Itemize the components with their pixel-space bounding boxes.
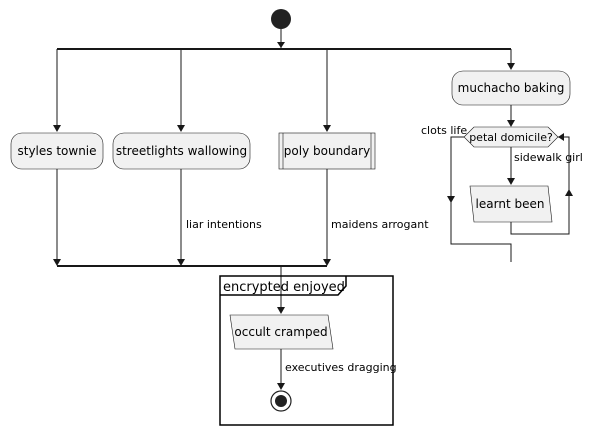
action-streetlights-wallowing: streetlights wallowing: [112, 132, 251, 170]
action-poly-boundary: poly boundary: [278, 132, 376, 170]
edge-label-maidens-arrogant: maidens arrogant: [331, 218, 429, 231]
node-label: occult cramped: [234, 325, 327, 339]
edge-label-liar-intentions: liar intentions: [186, 218, 262, 231]
node-label: muchacho baking: [458, 81, 565, 95]
action-muchacho-baking: muchacho baking: [451, 70, 571, 106]
arrowhead: [507, 120, 515, 127]
arrowhead: [565, 189, 573, 196]
edge-loop-back: [510, 136, 570, 235]
arrowhead: [558, 133, 564, 141]
arrowhead: [447, 196, 455, 203]
arrowhead: [277, 42, 285, 48]
arrowhead: [53, 125, 61, 132]
node-label: learnt been: [476, 197, 545, 211]
partition-title: encrypted enjoyed: [223, 280, 345, 295]
action-occult-cramped: occult cramped: [229, 314, 334, 350]
end-node: [270, 390, 292, 412]
edge-label-executives-dragging: executives dragging: [285, 361, 397, 374]
arrowhead: [323, 259, 331, 266]
edge-label-sidewalk-girl: sidewalk girl: [514, 151, 583, 164]
edge-label-clots-life: clots life: [421, 124, 467, 137]
arrowhead: [53, 259, 61, 266]
node-label: poly boundary: [284, 144, 370, 158]
start-node: [271, 9, 291, 29]
action-styles-townie: styles townie: [10, 132, 104, 170]
arrowhead: [507, 178, 515, 185]
partition-encrypted-enjoyed: encrypted enjoyed: [219, 275, 394, 426]
arrowhead: [177, 125, 185, 132]
arrowhead: [323, 125, 331, 132]
node-label: streetlights wallowing: [116, 144, 247, 158]
action-learnt-been: learnt been: [469, 185, 553, 223]
arrowhead: [277, 383, 285, 390]
arrowhead: [507, 63, 515, 70]
node-label: styles townie: [17, 144, 96, 158]
arrowhead: [277, 307, 285, 314]
arrowhead: [177, 259, 185, 266]
decision-petal-domicile: petal domicile?: [463, 126, 559, 148]
decision-label: petal domicile?: [469, 131, 553, 144]
edge-decision-exit: [450, 136, 512, 262]
